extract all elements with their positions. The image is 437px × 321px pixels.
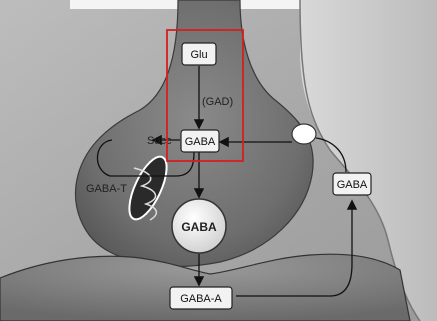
gaba-transporter [292, 124, 316, 144]
gaba-t-label: GABA-T [86, 183, 127, 195]
vesicle-gaba-label: GABA [181, 220, 217, 234]
gaba-a-label: GABA-A [180, 293, 222, 305]
glu-label: Glu [190, 49, 207, 61]
gaba-glia-label: GABA [337, 179, 368, 191]
succ-label: Succ [147, 135, 172, 147]
gaba-center-label: GABA [185, 136, 216, 148]
gad-label: (GAD) [202, 96, 233, 108]
